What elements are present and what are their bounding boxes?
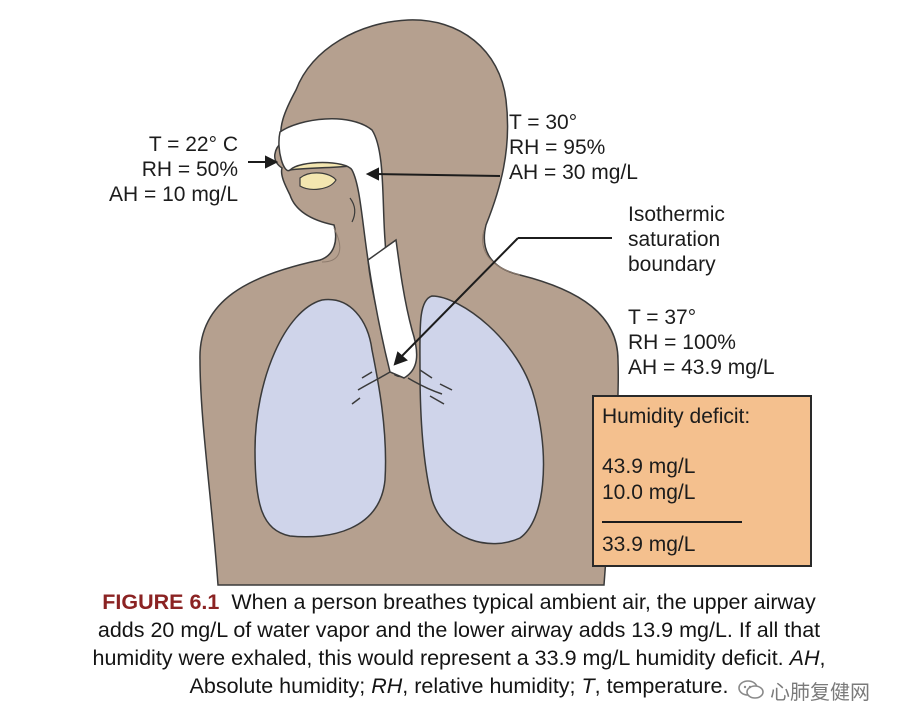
ambient-arrow	[248, 155, 279, 169]
figure-label: FIGURE 6.1	[102, 590, 220, 614]
respiratory-diagram	[199, 19, 619, 586]
watermark-text: 心肺复健网	[770, 681, 870, 704]
figure-caption: FIGURE 6.1 When a person breathes typical…	[10, 588, 908, 700]
lower-airway-rh: RH = 100%	[628, 331, 736, 354]
caption-def-t: , temperature.	[594, 674, 729, 698]
humidity-deficit-box: Humidity deficit: 43.9 mg/L 10.0 mg/L 33…	[592, 395, 812, 567]
ambient-temperature: T = 22° C	[148, 133, 238, 156]
caption-abbr-rh: RH	[371, 674, 403, 698]
boundary-arrow	[393, 237, 612, 366]
deficit-divider	[602, 521, 742, 523]
caption-def-ah: Absolute humidity;	[189, 674, 372, 698]
upper-airway-ah: AH = 30 mg/L	[509, 161, 638, 184]
lower-airway-temperature: T = 37°	[628, 306, 697, 329]
caption-line1: When a person breathes typical ambient a…	[231, 590, 816, 614]
trachea	[367, 238, 418, 379]
left-lung	[254, 298, 387, 538]
caption-abbr-t: T	[581, 674, 595, 698]
deficit-line2: 10.0 mg/L	[602, 481, 696, 504]
caption-line2: adds 20 mg/L of water vapor and the lowe…	[97, 618, 821, 642]
caption-comma: ,	[819, 646, 826, 670]
caption-abbr-ah: AH	[789, 646, 820, 670]
boundary-label-line2: saturation	[628, 228, 721, 251]
boundary-label-line1: Isothermic	[628, 203, 725, 226]
watermark: 心肺复健网	[738, 676, 870, 704]
ambient-rh: RH = 50%	[141, 158, 238, 181]
deficit-line1: 43.9 mg/L	[602, 455, 696, 478]
lower-airway-ah: AH = 43.9 mg/L	[628, 356, 775, 379]
right-lung	[419, 295, 545, 545]
upper-airway-arrow	[365, 167, 501, 181]
caption-def-rh: , relative humidity;	[402, 674, 582, 698]
deficit-result: 33.9 mg/L	[602, 533, 696, 556]
upper-airway-rh: RH = 95%	[509, 136, 606, 159]
caption-line3: humidity were exhaled, this would repres…	[92, 646, 784, 670]
upper-airway-temperature: T = 30°	[509, 111, 578, 134]
boundary-label-line3: boundary	[628, 253, 716, 276]
deficit-title: Humidity deficit:	[602, 405, 751, 428]
wechat-icon	[738, 680, 764, 699]
ambient-ah: AH = 10 mg/L	[109, 183, 238, 206]
